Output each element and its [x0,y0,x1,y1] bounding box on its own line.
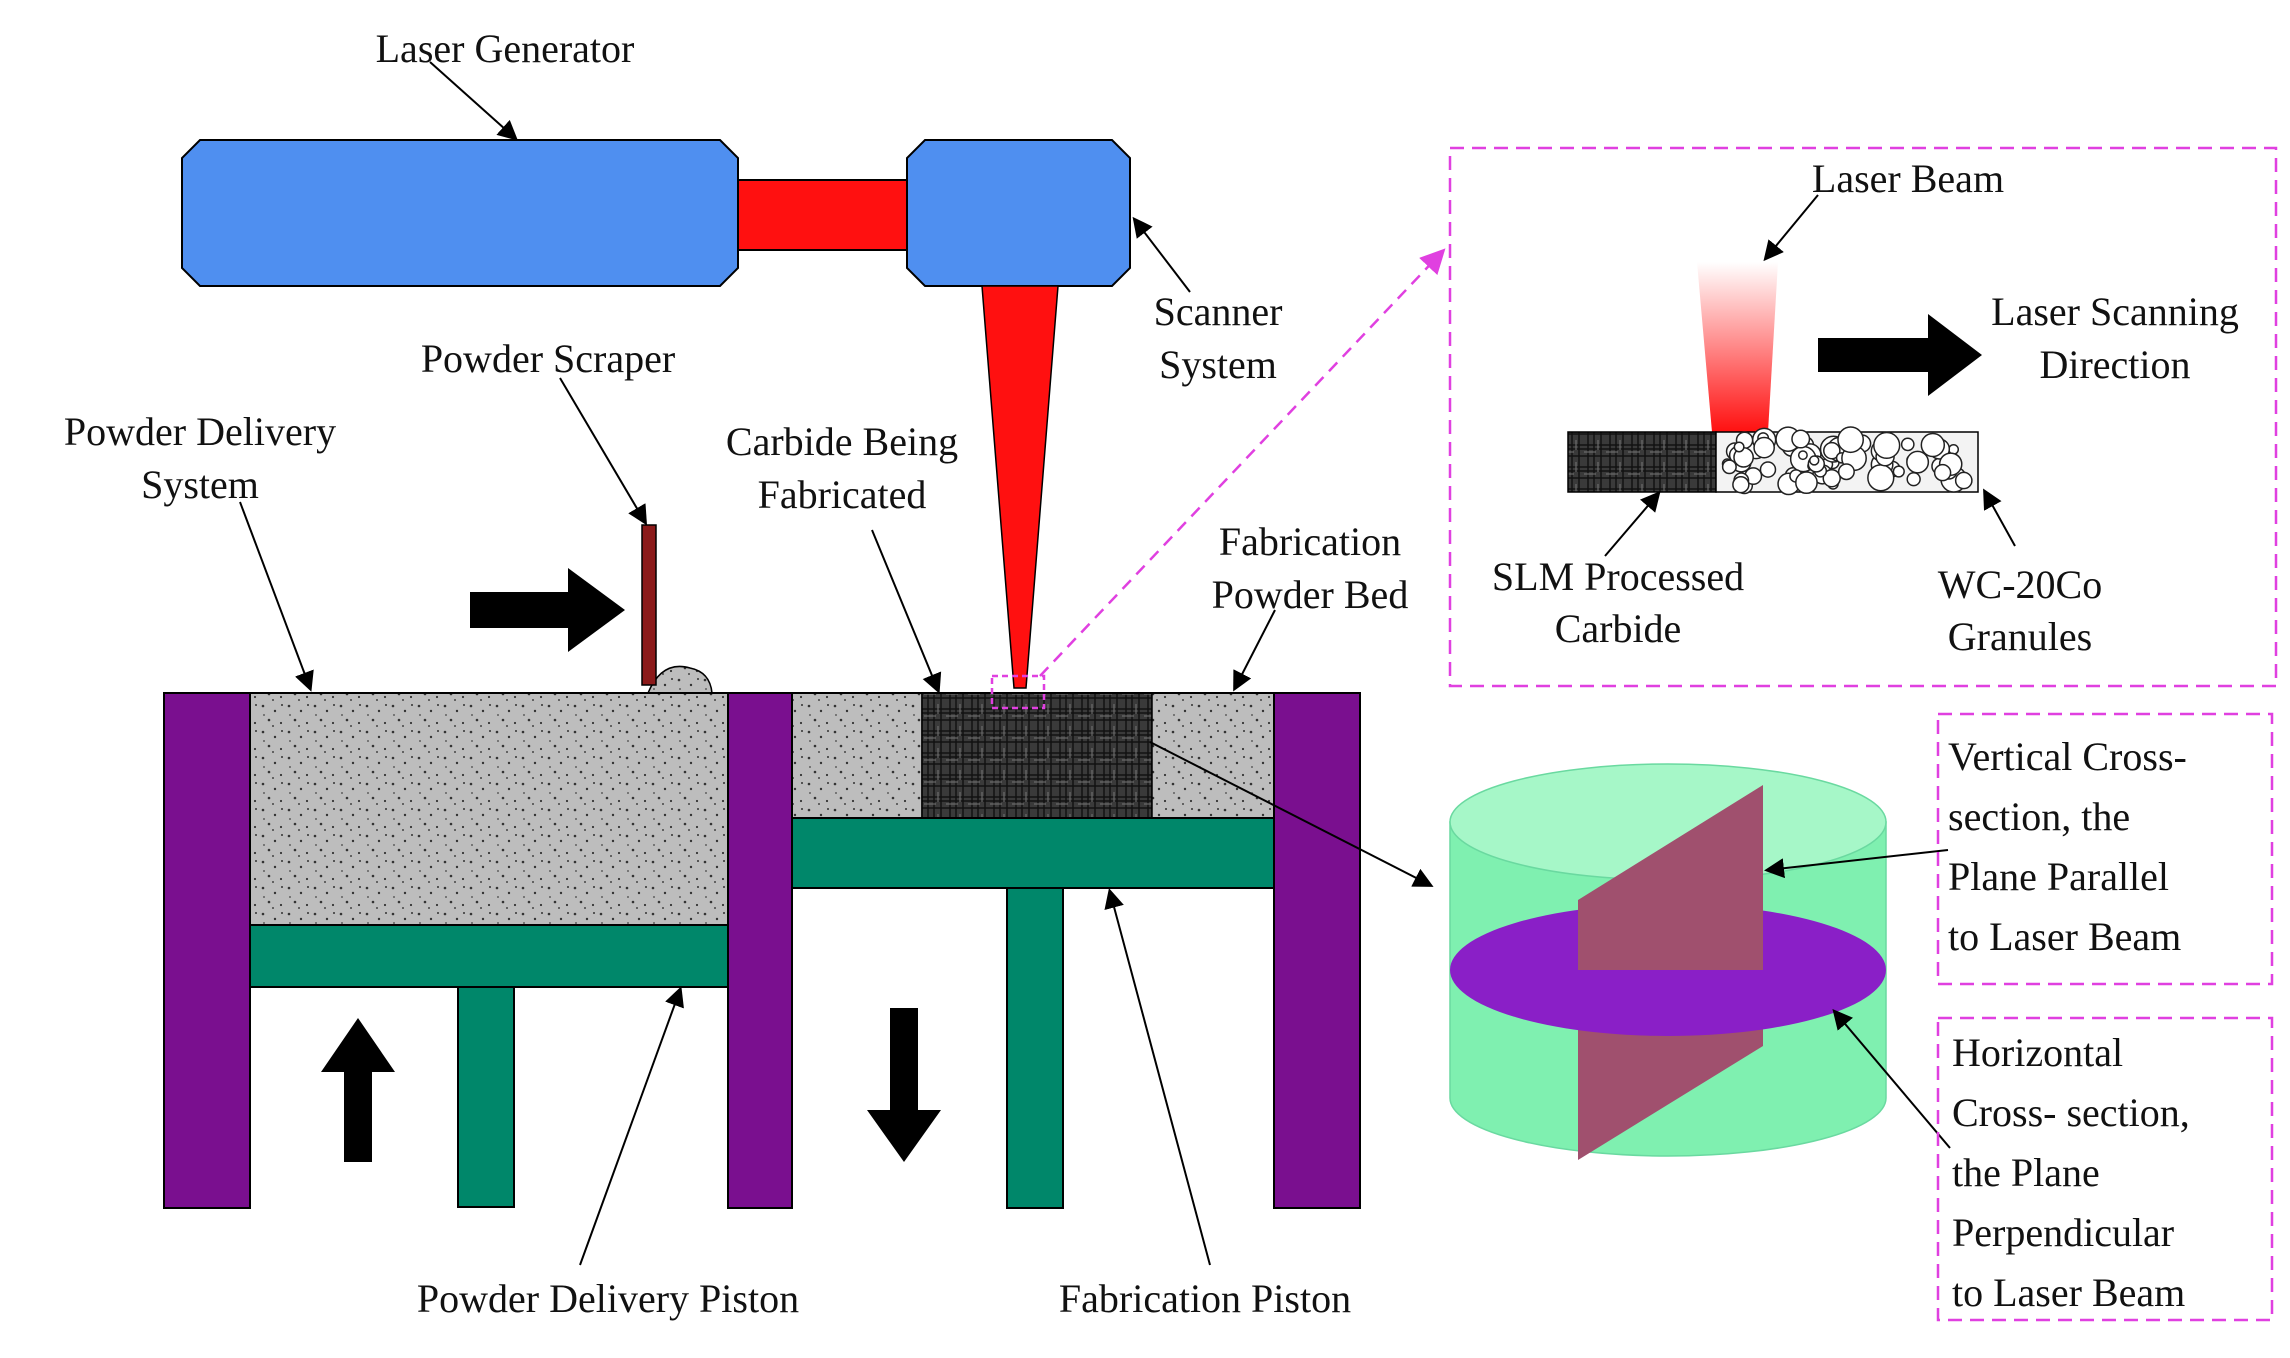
horizontal-text-line-5: to Laser Beam [1952,1270,2185,1315]
label-scan-dir-line2: Direction [2039,342,2190,387]
leader-horizontal-plane [1832,1008,1951,1149]
granule [1823,441,1841,460]
label-wc-line1: WC-20Co [1938,562,2102,607]
label-powder-delivery-system-line2: System [141,462,259,507]
label-laser-generator: Laser Generator [376,26,635,71]
label-powder-delivery-piston: Powder Delivery Piston [417,1276,799,1321]
granule [1906,472,1921,487]
wall-middle [727,692,793,1209]
vertical-text-line-4: to Laser Beam [1948,914,2181,959]
granule [1954,471,1973,490]
label-fab-bed-line1: Fabrication [1219,519,1401,564]
leader-laser-generator [429,61,518,141]
leader-scanner-system [1132,216,1191,293]
fabrication-piston-down-arrow [867,1008,941,1162]
vertical-cross-section-box [1936,712,2274,986]
fabrication-powder-left [791,692,923,819]
label-powder-scraper: Powder Scraper [421,336,675,381]
granule [1721,459,1737,475]
label-fab-bed-line2: Powder Bed [1212,572,1409,617]
scraper-direction-arrow [470,568,625,652]
leader-fabrication-powder-bed [1233,609,1276,692]
label-carbide-line1: Carbide Being [726,419,958,464]
granule [1920,432,1946,458]
zoom-target-box [990,674,1046,710]
vertical-cross-section-plane [1578,785,1763,970]
powder-delivery-piston-rod [457,986,515,1208]
label-slm-line2: Carbide [1555,606,1682,651]
granule [1733,441,1745,453]
leader-carbide-to-cylinder [1149,741,1434,887]
scan-direction-arrow [1818,314,1982,396]
granule [1900,437,1915,452]
horizontal-text-line-3: the Plane [1952,1150,2100,1195]
granule [1867,464,1895,492]
granule [1906,450,1930,474]
leader-powder-delivery-piston [579,986,684,1266]
laser-beam [981,285,1059,689]
granule [1753,436,1775,459]
granule [1873,431,1901,460]
leader-wc-granules [1983,488,2016,547]
fabrication-powder-right [1151,692,1275,819]
label-slm-line1: SLM Processed [1492,554,1744,599]
delivery-piston-up-arrow [321,1018,395,1162]
powder-delivery-bed [249,665,729,926]
granule [1795,471,1818,495]
leader-powder-scraper [559,377,648,526]
fabrication-piston-plate [791,817,1275,889]
horizontal-text-line-4: Perpendicular [1952,1210,2174,1255]
carbide-being-fabricated [921,692,1153,819]
label-powder-delivery-system-line1: Powder Delivery [64,409,336,454]
laser-generator-body [181,139,739,287]
granule [1759,461,1777,478]
scanner-system-body [906,139,1131,287]
horizontal-text-line-1: Horizontal [1952,1030,2123,1075]
vertical-text-line-2: section, the [1948,794,2130,839]
fabrication-piston-rod [1006,887,1064,1209]
horizontal-cross-section-box [1936,1016,2274,1322]
leader-inset-laser-beam [1763,194,1819,262]
laser-connector [734,179,911,251]
granule [1797,450,1808,461]
horizontal-text-line-2: Cross- section, [1952,1090,2190,1135]
leader-vertical-plane [1764,849,1949,879]
label-scanner-line1: Scanner [1154,289,1283,334]
leader-carbide [871,529,942,694]
granule [1892,465,1905,478]
powder-scraper [641,524,657,686]
granule [1933,463,1952,482]
label-scan-dir-line1: Laser Scanning [1991,289,2239,334]
inset-laser-beam [1697,262,1778,432]
vertical-text-line-1: Vertical Cross- [1948,734,2187,779]
label-scanner-line2: System [1159,342,1277,387]
granule [1732,475,1750,494]
zoom-arrow [1039,248,1446,677]
label-inset-laser-beam: Laser Beam [1812,156,2004,201]
leader-slm-carbide [1604,490,1661,557]
powder-delivery-piston-plate [249,924,729,988]
leader-fabrication-piston [1104,888,1211,1266]
inset-slm-carbide [1567,431,1717,493]
label-fabrication-piston: Fabrication Piston [1059,1276,1351,1321]
granule [1809,455,1820,466]
label-wc-line2: Granules [1948,614,2092,659]
granule [1837,426,1864,454]
label-carbide-line2: Fabricated [758,472,927,517]
granule [1822,469,1841,488]
cross-section-cylinder [1449,763,1951,1160]
granule [1791,429,1811,449]
inset-wc-20co-granules [1715,426,1979,496]
granule [1837,463,1855,481]
wall-right [1273,692,1361,1209]
vertical-text-line-3: Plane Parallel [1948,854,2169,899]
leader-powder-delivery-system [239,501,314,692]
wall-left [163,692,251,1209]
